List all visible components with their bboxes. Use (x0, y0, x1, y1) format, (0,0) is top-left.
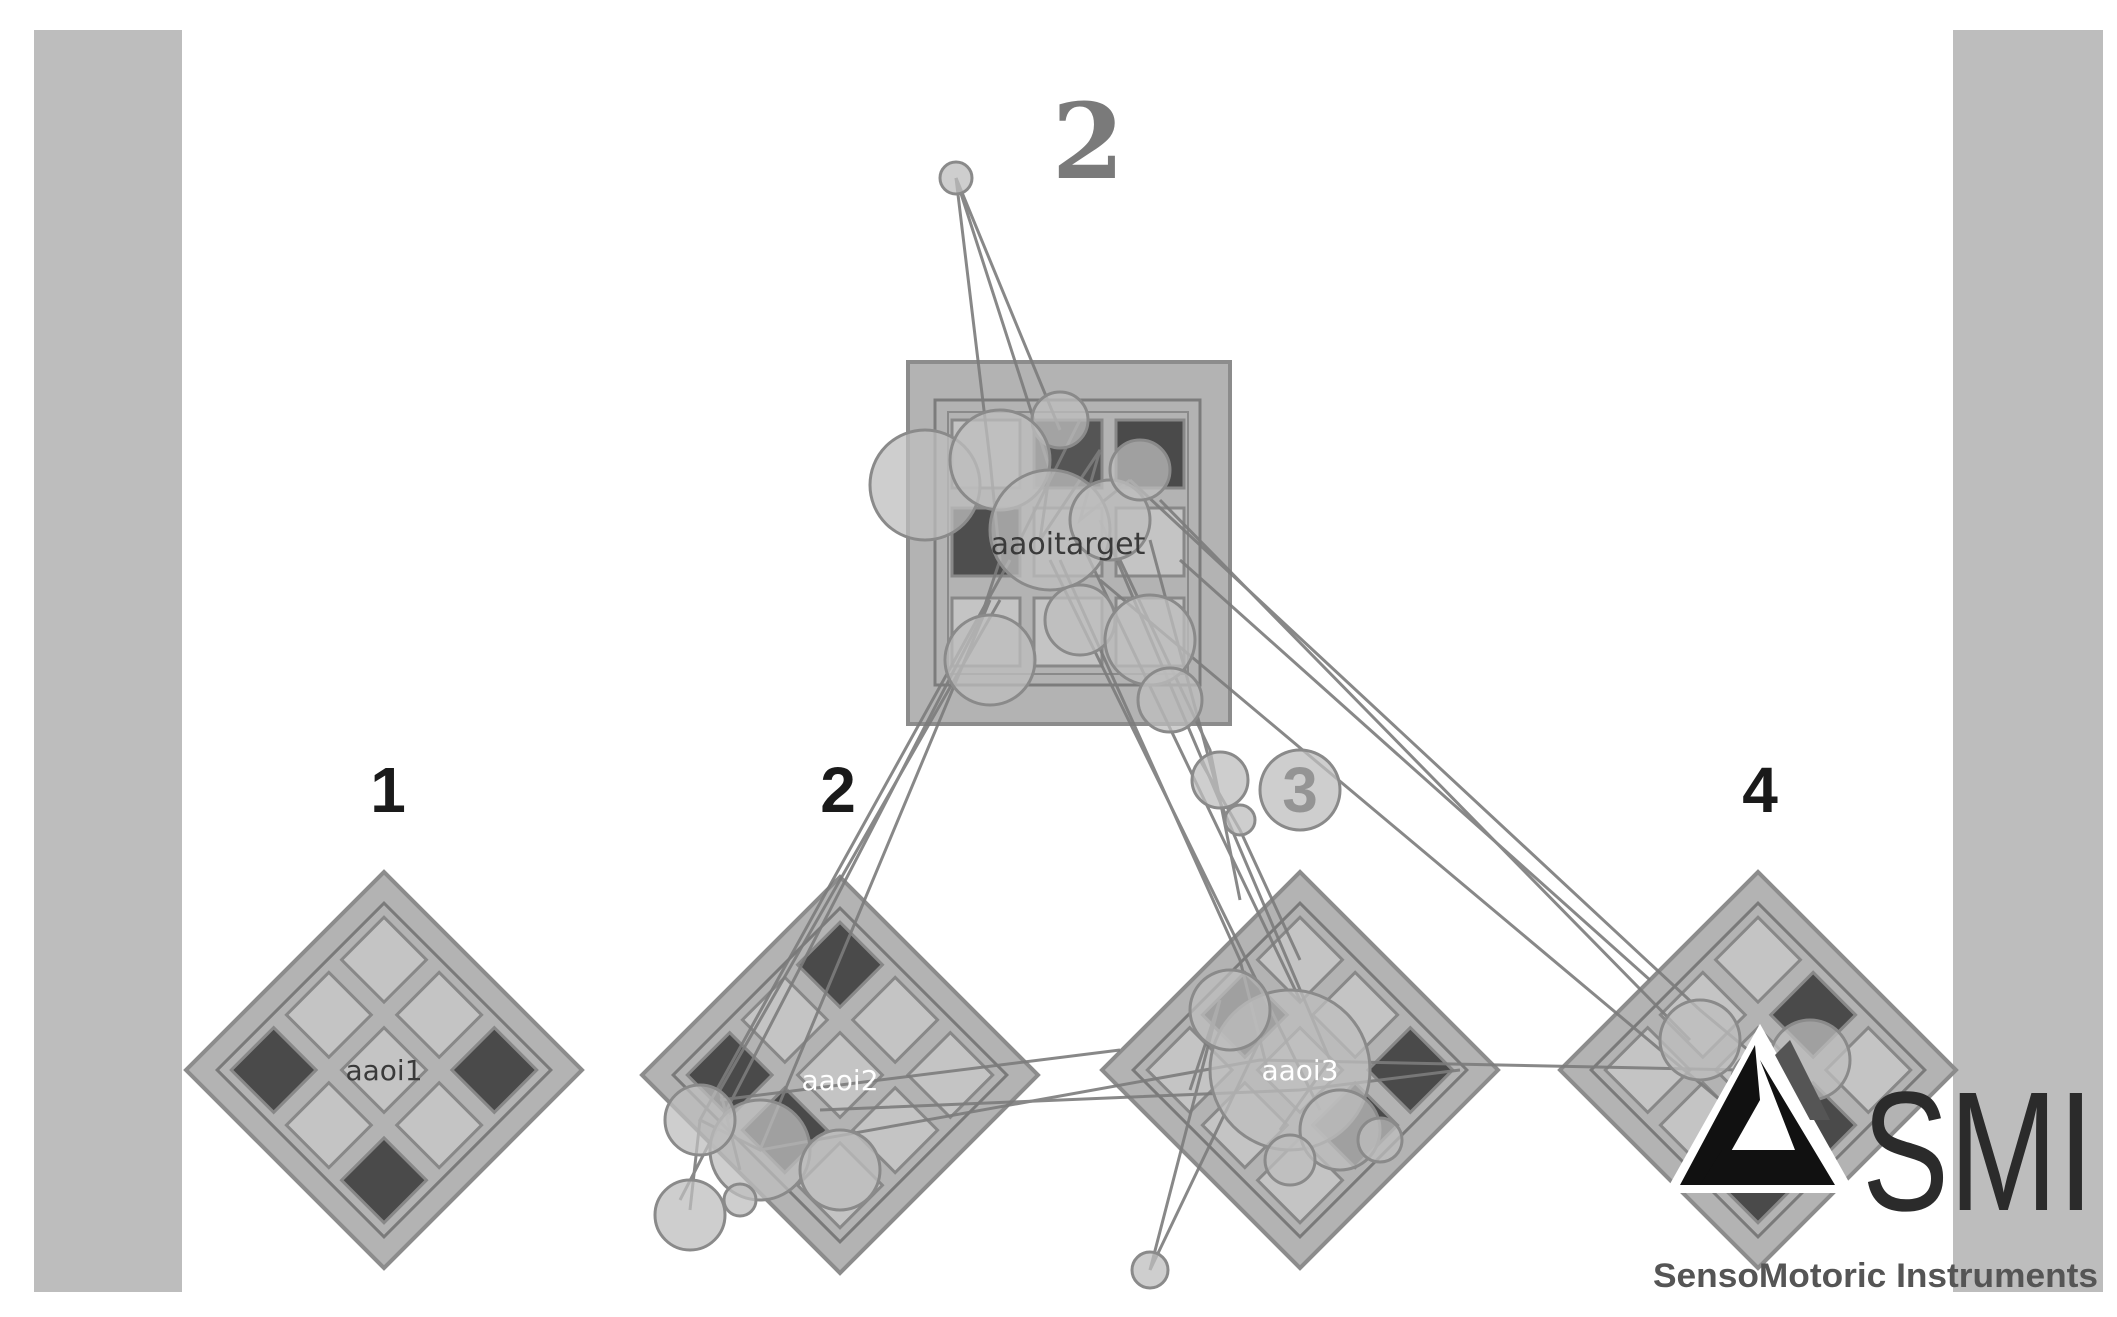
fixation-point (722, 1182, 758, 1218)
fixation-point (798, 1128, 882, 1212)
fixation-point (1130, 1250, 1170, 1290)
fixation-point (1136, 666, 1204, 734)
right-side-bar (1953, 30, 2103, 1292)
option-aoi-1 (183, 869, 585, 1271)
option-aoi-label-1: aaoi1 (345, 1054, 422, 1087)
option-aoi-label-2: aaoi2 (801, 1064, 878, 1097)
fixation-point (1263, 1133, 1317, 1187)
option-number-4: 4 (1742, 754, 1778, 826)
fixation-point (1108, 438, 1172, 502)
option-number-1: 1 (370, 754, 406, 826)
left-side-bar (34, 30, 182, 1292)
fixation-point (1223, 803, 1257, 837)
smi-wordmark: SMI (1862, 1057, 2094, 1247)
fixation-point (1356, 1116, 1404, 1164)
fixation-point (938, 160, 974, 196)
smi-logo-mark (1664, 1023, 1856, 1193)
fixation-point (1190, 750, 1250, 810)
fixation-point (1658, 998, 1742, 1082)
smi-company-name: SensoMotoric Instruments (1653, 1257, 2098, 1295)
fixation-point (943, 613, 1037, 707)
smi-logo: SMI SensoMotoric Instruments (1653, 1023, 2098, 1295)
fixation-point (1188, 968, 1272, 1052)
option-number-2: 2 (820, 754, 856, 826)
fixation-point (653, 1178, 727, 1252)
fixation-point (1258, 748, 1342, 832)
target-aoi-label: aaoitarget (991, 527, 1146, 562)
fixation-point (1068, 478, 1152, 562)
option-aoi-label-3: aaoi3 (1261, 1054, 1338, 1087)
trial-number: 2 (1052, 80, 1124, 203)
fixation-point (663, 1083, 737, 1157)
